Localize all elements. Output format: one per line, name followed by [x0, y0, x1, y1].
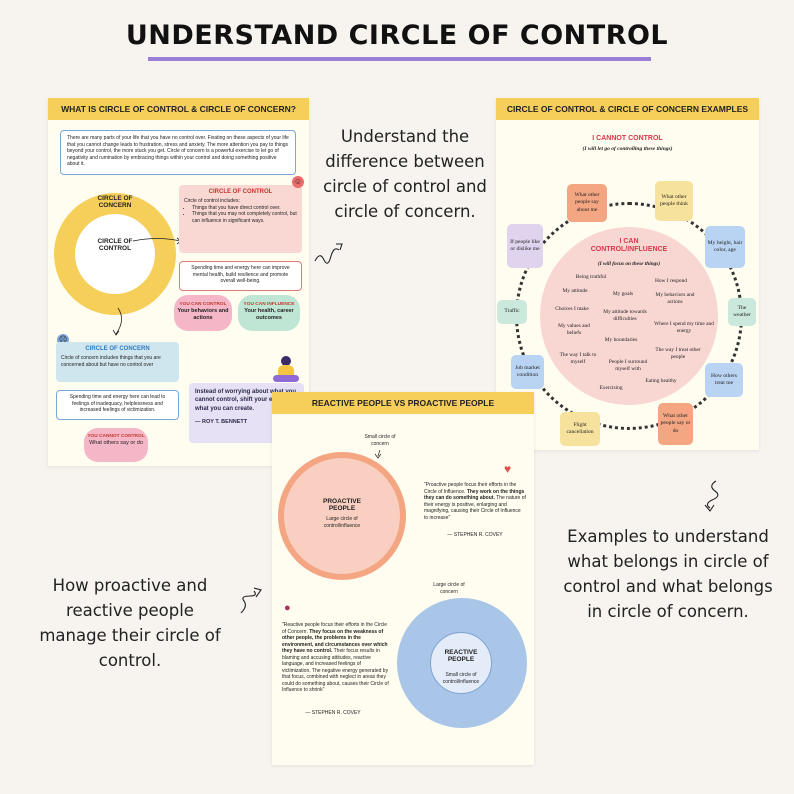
circle-of-concern-box: CIRCLE OF CONCERN Circle of concern incl…	[56, 342, 179, 382]
reactive-inner-circle	[430, 632, 492, 694]
card-circle-examples: CIRCLE OF CONTROL & CIRCLE OF CONCERN EX…	[496, 98, 759, 450]
inner-item: My goals	[612, 291, 634, 297]
proactive-quote-a: "Proactive people focus their efforts in…	[424, 482, 517, 495]
inner-circle-label: CIRCLE OF CONTROL	[97, 238, 133, 252]
control-box-bullet: Things that you have direct control over…	[192, 205, 297, 212]
squiggle-arrow-icon	[704, 480, 719, 512]
heart-hands-icon: ♥	[504, 462, 512, 476]
cannot-control-cloud: YOU CANNOT CONTROL What others say or do	[84, 428, 148, 462]
card3-header: REACTIVE PEOPLE VS PROACTIVE PEOPLE	[272, 392, 534, 414]
outer-item: If people like or dislike me	[507, 224, 543, 268]
reactive-sub: Small circle of control/influence	[442, 672, 480, 685]
squiggle-arrow-icon	[314, 243, 343, 264]
can-control-cloud: YOU CAN CONTROL Your behaviors and actio…	[174, 295, 232, 331]
proactive-title: PROACTIVE PEOPLE	[323, 498, 361, 512]
card-circle-definition: WHAT IS CIRCLE OF CONTROL & CIRCLE OF CO…	[48, 98, 309, 466]
description-top: Understand the difference between circle…	[323, 127, 487, 221]
card-reactive-proactive: REACTIVE PEOPLE VS PROACTIVE PEOPLE Smal…	[272, 392, 534, 765]
covey-author-1: — STEPHEN R. COVEY	[447, 532, 503, 538]
outer-item: How others treat me	[705, 363, 743, 397]
squiggle-arrow-icon	[240, 587, 262, 614]
reactive-quote-c: Their focus results in blaming and accus…	[282, 648, 389, 693]
cannot-control-title: I CANNOT CONTROL	[592, 135, 663, 142]
proactive-sub: Large circle of control/influence	[323, 516, 361, 529]
inner-item: How I respond	[654, 278, 688, 284]
covey-author-2: — STEPHEN R. COVEY	[305, 710, 361, 716]
control-box-lead: Circle of control includes:	[184, 198, 240, 204]
control-tip: Spending time and energy here can improv…	[179, 261, 302, 291]
inner-item: The way I talk to myself	[559, 352, 597, 365]
can-influence-text: Your health, career outcomes	[244, 308, 294, 322]
card1-header: WHAT IS CIRCLE OF CONTROL & CIRCLE OF CO…	[48, 98, 309, 120]
reactive-quote-a: "Reactive people focus their efforts in …	[282, 622, 388, 635]
outer-item: Flight cancellation	[560, 412, 600, 446]
inner-item: People I surround myself with	[608, 359, 648, 372]
description-right: Examples to understand what belongs in c…	[563, 527, 773, 621]
can-influence-cloud: YOU CAN INFLUENCE Your health, career ou…	[238, 295, 300, 331]
inner-item: My boundaries	[604, 337, 638, 343]
outer-item: What other people say or do	[658, 403, 693, 445]
inner-item: The way I treat other people	[655, 347, 701, 360]
smiley-icon: ☺	[292, 176, 304, 188]
can-control-sub: (I will focus on these things)	[597, 261, 661, 267]
reactive-quote-b: They focus on the weakness of other peop…	[282, 628, 388, 655]
angry-face-icon: ●	[284, 602, 291, 614]
inner-item: Being truthful	[575, 274, 607, 280]
inner-item: My attitude towards difficulties	[603, 309, 647, 322]
control-box-title: CIRCLE OF CONTROL	[208, 189, 273, 195]
meditating-person-icon	[273, 356, 299, 384]
circle-of-control-core	[75, 214, 155, 294]
can-control-text: Your behaviors and actions	[177, 308, 229, 322]
cannot-control-text: What others say or do	[89, 440, 143, 447]
proactive-quote-b: They work on the things they can do some…	[424, 488, 525, 502]
bennett-quote: Instead of worrying about what you canno…	[195, 389, 297, 412]
can-control-title: YOU CAN CONTROL	[179, 302, 227, 307]
inner-item: Eating healthy	[645, 378, 677, 384]
proactive-quote: "Proactive people focus their efforts in…	[424, 482, 526, 521]
reactive-quote: "Reactive people focus their efforts in …	[282, 622, 390, 694]
inner-item: My values and beliefs	[558, 323, 590, 336]
concern-tip: Spending time and energy here can lead t…	[56, 390, 179, 420]
outer-item: What other people think	[655, 181, 693, 221]
bennett-author: — ROY T. BENNETT	[195, 419, 248, 426]
title-underline	[148, 57, 651, 61]
concern-box-text: Circle of concern includes things that y…	[61, 355, 161, 368]
large-concern-label: Large circle of concern	[433, 582, 465, 595]
circle-of-control-box: CIRCLE OF CONTROL Circle of control incl…	[179, 185, 302, 253]
card1-intro: There are many parts of your life that y…	[60, 130, 296, 175]
outer-item: My height, hair color, age	[705, 226, 745, 268]
control-box-bullet: Things that you may not completely contr…	[192, 211, 297, 224]
concern-box-title: CIRCLE OF CONCERN	[85, 346, 150, 352]
outer-item: Traffic	[497, 300, 527, 324]
inner-item: Exercising	[599, 385, 623, 391]
inner-item: My attitude	[562, 288, 588, 294]
proactive-inner-circle	[284, 458, 400, 574]
outer-item: Job market condition	[511, 355, 544, 389]
small-concern-label: Small circle of concern	[364, 434, 396, 447]
inner-item: My behaviors and actions	[655, 292, 695, 305]
inner-item: Choices I make	[555, 306, 589, 312]
can-control-circle	[540, 227, 718, 405]
page-title: UNDERSTAND CIRCLE OF CONTROL	[125, 20, 669, 51]
description-left: How proactive and reactive people manage…	[39, 576, 221, 670]
cannot-control-sub: (I will let go of controlling these thin…	[582, 146, 673, 152]
outer-circle-label: CIRCLE OF CONCERN	[97, 195, 133, 209]
reactive-title: REACTIVE PEOPLE	[444, 649, 478, 663]
can-control-title: I CAN CONTROL/INFLUENCE	[590, 238, 668, 254]
can-influence-title: YOU CAN INFLUENCE	[243, 302, 295, 307]
cannot-control-title: YOU CANNOT CONTROL	[87, 434, 145, 439]
outer-item: What other people say about me	[567, 184, 607, 222]
card2-header: CIRCLE OF CONTROL & CIRCLE OF CONCERN EX…	[496, 98, 759, 120]
inner-item: Where I spend my time and energy	[654, 321, 714, 334]
proactive-quote-c: The nature of their energy is positive, …	[424, 495, 526, 521]
outer-item: The weather	[728, 298, 756, 326]
